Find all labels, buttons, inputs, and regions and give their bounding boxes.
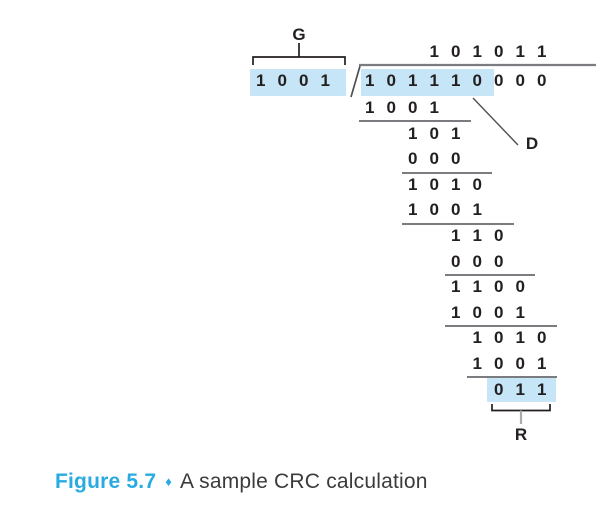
figure-caption-title: A sample CRC calculation (180, 470, 428, 493)
subtraction-rule (466, 376, 557, 379)
binary-digit: 0 (494, 379, 504, 399)
binary-digit: 0 (429, 149, 439, 169)
d-pointer-line (472, 97, 519, 146)
r-brace (491, 404, 551, 412)
binary-digit: 0 (494, 226, 504, 245)
binary-digit: 1 (429, 42, 439, 61)
binary-digit: 0 (386, 98, 396, 117)
binary-digit: 0 (494, 328, 504, 348)
binary-digit: 0 (537, 328, 547, 348)
figure-caption-number: Figure 5.7 (55, 470, 157, 493)
binary-digit: 0 (494, 354, 504, 373)
subtraction-rule (445, 325, 557, 328)
binary-digit: 0 (386, 71, 396, 90)
binary-digit: 1 (515, 328, 525, 348)
binary-digit: 1 (537, 379, 547, 399)
binary-digit: 0 (494, 302, 504, 322)
figure-caption: Figure 5.7 ♦ A sample CRC calculation (55, 470, 428, 494)
binary-digit: 1 (451, 174, 461, 194)
binary-digit: 0 (515, 71, 525, 90)
binary-digit: 1 (472, 277, 482, 297)
binary-digit: 0 (472, 251, 482, 271)
binary-digit: 1 (320, 71, 330, 90)
subtraction-rule (402, 171, 492, 174)
binary-digit: 1 (429, 98, 439, 117)
binary-digit: 0 (494, 42, 504, 61)
binary-digit: 0 (451, 149, 461, 169)
data-highlight (361, 69, 494, 96)
remainder-highlight (486, 376, 556, 403)
binary-digit: 1 (451, 123, 461, 143)
binary-digit: 0 (515, 354, 525, 373)
binary-digit: 0 (299, 71, 309, 90)
data-label: D (525, 134, 539, 153)
generator-label: G (292, 25, 306, 44)
binary-digit: 1 (451, 277, 461, 297)
diamond-bullet-icon: ♦ (165, 474, 173, 489)
binary-digit: 0 (408, 149, 418, 169)
binary-digit: 0 (472, 302, 482, 322)
binary-digit: 0 (537, 71, 547, 90)
binary-digit: 1 (408, 174, 418, 194)
subtraction-rule (359, 120, 471, 123)
binary-digit: 0 (429, 123, 439, 143)
binary-digit: 0 (451, 251, 461, 271)
binary-digit: 1 (472, 226, 482, 245)
binary-digit: 0 (472, 71, 482, 90)
binary-digit: 0 (494, 277, 504, 297)
binary-digit: 1 (451, 226, 461, 245)
binary-digit: 1 (537, 42, 547, 61)
binary-digit: 0 (515, 277, 525, 297)
binary-digit: 1 (472, 42, 482, 61)
binary-digit: 1 (256, 71, 266, 90)
binary-digit: 0 (429, 200, 439, 220)
binary-digit: 1 (451, 71, 461, 90)
remainder-label: R (514, 425, 528, 444)
binary-digit: 1 (472, 200, 482, 220)
binary-digit: 1 (515, 379, 525, 399)
binary-digit: 0 (408, 98, 418, 117)
binary-digit: 1 (472, 328, 482, 348)
g-brace (252, 56, 346, 65)
binary-digit: 1 (515, 302, 525, 322)
binary-digit: 0 (451, 200, 461, 220)
binary-digit: 1 (429, 71, 439, 90)
binary-digit: 0 (494, 71, 504, 90)
subtraction-rule (402, 222, 514, 225)
binary-digit: 1 (537, 354, 547, 373)
binary-digit: 0 (494, 251, 504, 271)
binary-digit: 1 (408, 123, 418, 143)
generator-highlight (250, 69, 346, 96)
binary-digit: 1 (408, 200, 418, 220)
binary-digit: 1 (365, 98, 375, 117)
binary-digit: 1 (365, 71, 375, 90)
binary-digit: 0 (472, 174, 482, 194)
binary-digit: 1 (515, 42, 525, 61)
binary-digit: 1 (472, 354, 482, 373)
subtraction-rule (445, 274, 535, 276)
binary-digit: 0 (429, 174, 439, 194)
binary-digit: 0 (451, 42, 461, 61)
binary-digit: 0 (277, 71, 287, 90)
binary-digit: 1 (408, 71, 418, 90)
binary-digit: 1 (451, 302, 461, 322)
